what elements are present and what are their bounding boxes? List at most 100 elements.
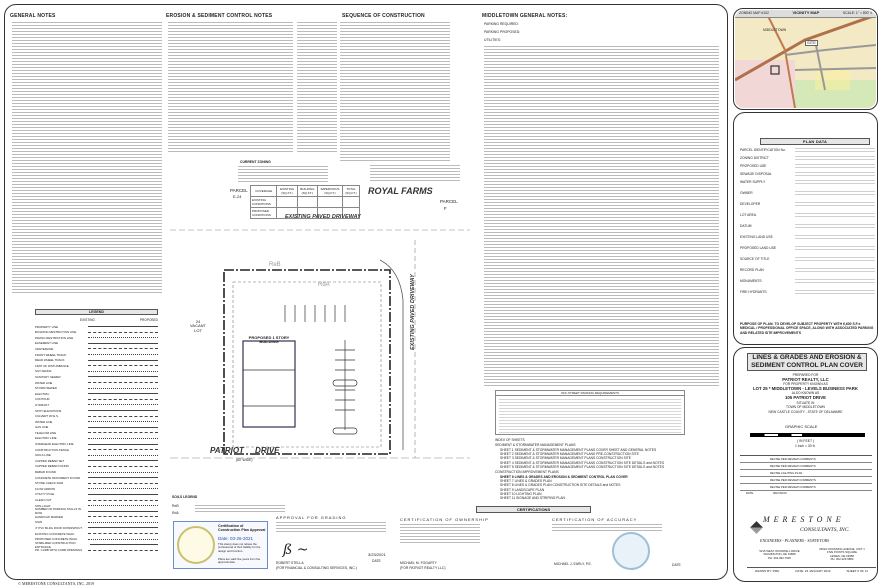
legend-symbol	[88, 499, 158, 501]
plan-data-value	[795, 156, 875, 161]
legend-item: STORM SEWER	[35, 385, 158, 391]
legend-symbol	[88, 449, 158, 451]
legend-item-label: STONE CHECK DAM	[35, 481, 64, 486]
plan-data-row: EXISTING LAND USE	[740, 235, 875, 246]
middletown-item-1: PARKING REQUIRED:	[484, 22, 519, 26]
legend-symbol	[88, 426, 158, 428]
existing-driveway-label: EXISTING PAVED DRIVEWAY	[285, 214, 361, 220]
legend-item: NUMBER OF PARKING STALLS IN ROW	[35, 507, 158, 516]
legend-symbol	[88, 337, 158, 339]
legend-item-label: NUMBER OF PARKING STALLS IN ROW	[35, 507, 81, 516]
sheet-number: SHEET 6 OF 11	[846, 569, 868, 573]
plan-data-value	[795, 257, 875, 262]
parking-table: OFF-STREET PARKING REQUIREMENTS	[495, 390, 685, 435]
stamp-note-1: This stamp does not relieve the professi…	[218, 542, 261, 553]
plan-data-label: LOT AREA	[740, 213, 757, 217]
legend-symbol	[88, 326, 158, 328]
plan-data-title: PLAN DATA	[760, 138, 870, 145]
royal-farms-label: ROYAL FARMS	[368, 186, 433, 196]
legend-symbol	[88, 471, 158, 473]
approval-stamp: Certification of Construction Plan Appro…	[173, 521, 268, 569]
legend-item: CAPPED REBAR FOUND	[35, 464, 158, 470]
stamp-date: Date: 03-26-2021	[218, 536, 254, 541]
plan-data-row: DATUM	[740, 224, 875, 235]
index-sheets-2: SHEET 6 LINES & GRADES AND EROSION & SED…	[500, 475, 628, 500]
plan-data-value	[795, 268, 875, 273]
ownership-name: MICHAEL M. FOGARTY	[400, 561, 437, 565]
index-group-2: CONSTRUCTION IMPROVEMENT PLANS	[495, 470, 559, 474]
legend-item: WATER LINE	[35, 419, 158, 425]
plan-data-value	[795, 290, 875, 295]
legend-item-label: STABILIZED CONSTRUCTION ENTRANCE	[35, 540, 76, 549]
legend-item-label: WATER LINE	[35, 380, 53, 385]
legend-title: LEGEND	[35, 309, 158, 315]
sequence-text-2	[370, 165, 460, 183]
parcel-left-id: E-24	[233, 194, 242, 199]
vicinity-title: VICINITY MAP	[792, 10, 820, 16]
legend-item: EASEMENT LINE	[35, 341, 158, 347]
legend-item: HYDRANT	[35, 402, 158, 408]
proposed-building-label: PROPOSED 1 STORY BUILDING	[248, 335, 290, 345]
legend-item: SPOT ELEVATIONS	[35, 408, 158, 414]
legend-item-label: GAS LINE	[35, 425, 49, 430]
parcel-right-id: F	[444, 206, 447, 211]
parking-table-title: OFF-STREET PARKING REQUIREMENTS	[496, 391, 684, 397]
plan-data-label: PROPOSED USE	[740, 164, 767, 168]
plan-data-row: DEVELOPER	[740, 202, 875, 213]
legend-item: CENTERLINE	[35, 346, 158, 352]
plan-data-list: PARCEL IDENTIFICATION No.ZONING DISTRICT…	[740, 148, 875, 301]
legend-symbol	[88, 376, 158, 378]
sequence-text	[340, 22, 450, 162]
title-block-info: PREPARED FOR PATRIOT REALTY, LLC FOR PRO…	[735, 373, 876, 414]
plan-data-label: MONUMENTS	[740, 279, 762, 283]
legend-symbol	[88, 527, 158, 529]
revision-row: REVISE PER REVIEW COMMENTS	[740, 484, 872, 491]
approval-title: APPROVAL FOR GRADING	[276, 515, 347, 520]
legend-item-label: CONSTRUCTION FENCE	[35, 447, 69, 452]
legend-item: CAPPED REBAR SET	[35, 458, 158, 464]
certifications-banner: CERTIFICATIONS	[476, 506, 591, 513]
soil-reb-label: ReB	[269, 262, 281, 268]
plan-data-value	[795, 191, 875, 196]
revision-row: REVISE PER REVIEW COMMENTS	[740, 463, 872, 470]
legend-item: CONTOUR	[35, 397, 158, 403]
approval-text	[276, 522, 386, 534]
legend-item-label: SITE LIGHT	[35, 503, 51, 508]
es-notes-title: EROSION & SEDIMENT CONTROL NOTES	[166, 13, 273, 19]
client-name: PATRIOT REALTY, LLC	[782, 376, 829, 382]
legend-symbol	[88, 437, 158, 439]
legend-item: 4" PVC BLDG ROOF DOWNSPOUT	[35, 525, 158, 531]
legend-item-label: CLEAN OUT	[35, 498, 52, 502]
plan-data-row: ZONING DISTRICT	[740, 156, 875, 164]
legend-symbol	[88, 510, 158, 512]
main-sheet-frame	[4, 4, 728, 580]
legend-item-label: SOILS LINE	[35, 453, 51, 458]
legend-item-label: REBAR FOUND	[35, 470, 57, 475]
legend-symbol	[88, 488, 158, 490]
legend-symbol	[88, 370, 158, 372]
legend-item: BUILDING RESTRICTION LINE	[35, 329, 158, 335]
index-sheets-1: SHEET 1 SEDIMENT & STORMWATER MANAGEMENT…	[500, 448, 664, 469]
legend-symbol	[88, 493, 158, 495]
revision-row: REVISE PER REVIEW COMMENTS	[740, 477, 872, 484]
legend-symbol	[88, 421, 158, 423]
legend-item-label: FLOW ARROW	[35, 486, 56, 491]
index-title: INDEX OF SHEETS	[495, 438, 525, 442]
legend-item-label: SIGN	[35, 520, 43, 525]
es-notes-text-2	[297, 22, 337, 152]
legend-item-label: OVERHEAD ELECTRIC LINE	[35, 442, 74, 447]
legend-item: PROPOSED CONCRETE WALK	[35, 536, 158, 542]
known-as: FOR PROPERTY KNOWN AS	[783, 382, 828, 387]
legend-symbol	[88, 410, 158, 411]
legend-item: CLEAN OUT	[35, 497, 158, 503]
legend-symbol	[88, 432, 158, 434]
plan-data-row: OWNER	[740, 191, 875, 202]
approval-date-label: DATE	[372, 559, 381, 563]
vicinity-map-graphic	[735, 10, 876, 108]
legend-item: STABILIZED CONSTRUCTION ENTRANCE	[35, 540, 158, 549]
legend-symbol	[88, 477, 158, 479]
soil-item-1: ReB	[172, 504, 179, 508]
legend-item: OVERHEAD ELECTRIC LINE	[35, 441, 158, 447]
legend-item-label: HYDRANT	[35, 402, 49, 407]
